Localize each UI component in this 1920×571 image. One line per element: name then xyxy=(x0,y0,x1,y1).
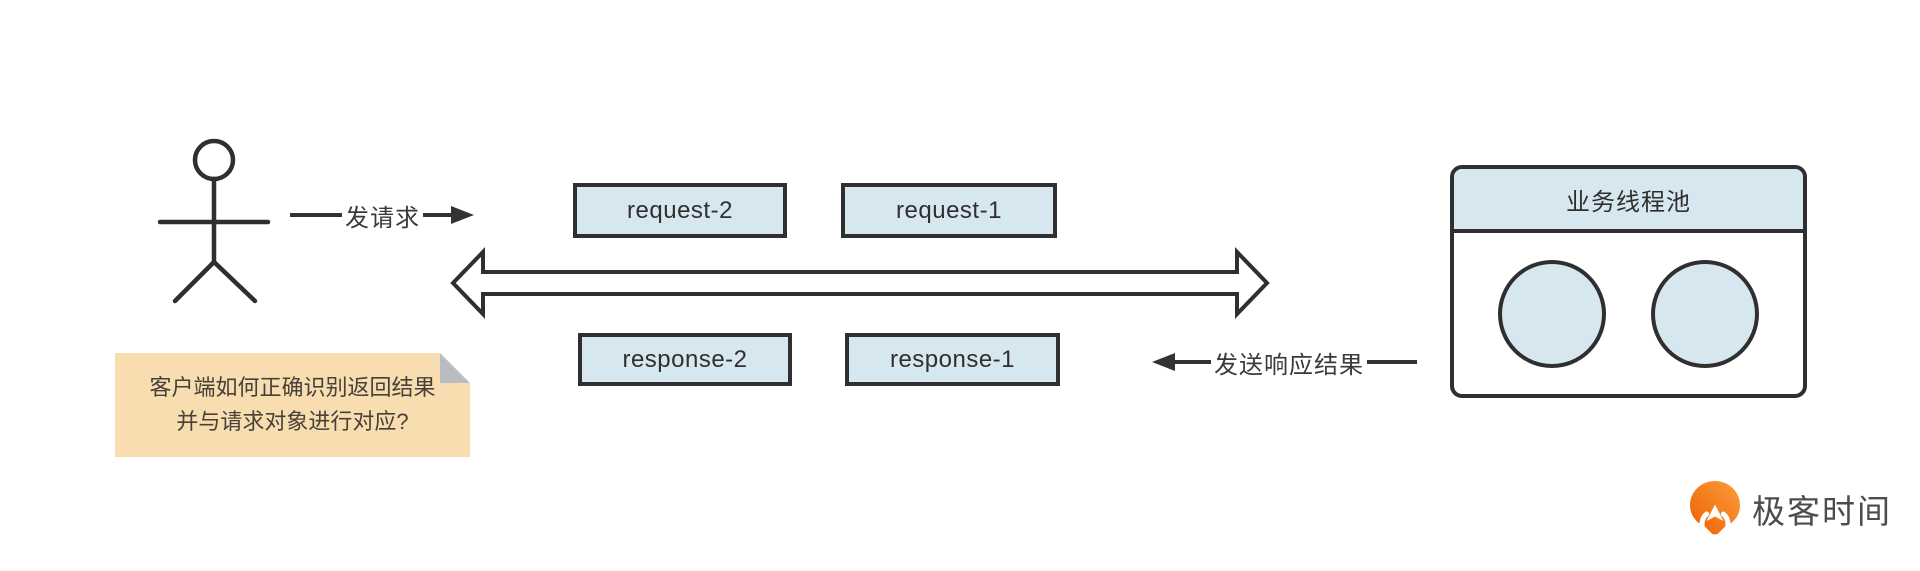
send-request-arrow: 发请求 xyxy=(290,201,474,232)
arrowhead-left-icon xyxy=(1152,353,1175,371)
thread-pool-box: 业务线程池 xyxy=(1450,165,1807,398)
response-2-label: response-2 xyxy=(622,345,748,373)
thread-circle-icon xyxy=(1498,259,1607,368)
arrow-line xyxy=(290,213,342,217)
sticky-note: 客户端如何正确识别返回结果 并与请求对象进行对应? xyxy=(115,353,470,457)
request-1-label: request-1 xyxy=(896,196,1002,224)
request-1-box: request-1 xyxy=(841,183,1057,238)
thread-pool-body xyxy=(1454,233,1803,394)
stick-figure-icon xyxy=(157,138,271,304)
thread-pool-title: 业务线程池 xyxy=(1566,188,1691,216)
brand-logo: 极客时间 xyxy=(1690,481,1892,536)
sticky-note-line1: 客户端如何正确识别返回结果 xyxy=(149,375,436,400)
double-headed-arrow-icon xyxy=(450,247,1270,319)
arrow-line xyxy=(423,213,451,217)
send-response-arrow: 发送响应结果 xyxy=(1152,348,1417,379)
brand-logo-text: 极客时间 xyxy=(1752,492,1892,530)
sticky-note-line2: 并与请求对象进行对应? xyxy=(176,409,409,434)
arrow-line xyxy=(1175,360,1211,364)
send-response-label: 发送响应结果 xyxy=(1214,351,1364,379)
geektime-logo-icon xyxy=(1690,481,1740,536)
response-2-box: response-2 xyxy=(578,333,792,386)
response-1-box: response-1 xyxy=(845,333,1060,386)
response-1-label: response-1 xyxy=(889,345,1016,373)
send-request-label: 发请求 xyxy=(345,204,420,232)
thread-circle-icon xyxy=(1650,259,1759,368)
request-2-box: request-2 xyxy=(573,183,787,238)
arrowhead-right-icon xyxy=(451,206,474,224)
request-2-label: request-2 xyxy=(627,196,733,224)
thread-pool-header: 业务线程池 xyxy=(1454,169,1803,233)
arrow-line xyxy=(1367,360,1417,364)
